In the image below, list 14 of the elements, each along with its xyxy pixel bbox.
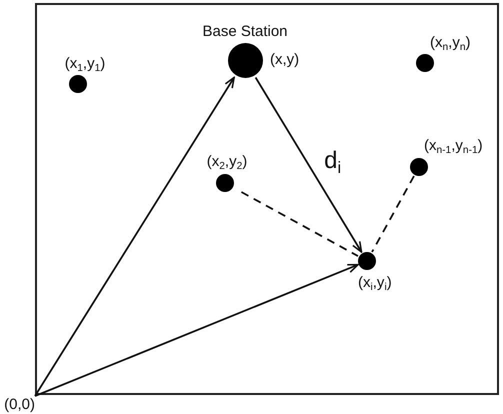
- arrow: [34, 264, 359, 397]
- coordinate-label: (x,y): [270, 51, 300, 69]
- coordinate-label: (x$_{n-1}$,y$_{n-1}$): [424, 137, 483, 155]
- coordinate-label: (x$_{2}$,y$_{2}$): [206, 153, 248, 171]
- coordinate-label: (x$_{n}$,y$_{n}$): [430, 34, 471, 52]
- dashed-line: [240, 191, 358, 257]
- coordinate-label: (x$_{1}$,y$_{1}$): [64, 55, 106, 73]
- node-title: Base Station: [202, 23, 288, 41]
- dashed-line: [371, 176, 415, 252]
- edge-label: d$_{i}$: [322, 148, 344, 174]
- arrow: [254, 77, 362, 253]
- arrow: [34, 76, 235, 396]
- origin-label: (0,0): [4, 396, 35, 414]
- coordinate-label: (x$_{i}$,y$_{i}$): [358, 274, 392, 292]
